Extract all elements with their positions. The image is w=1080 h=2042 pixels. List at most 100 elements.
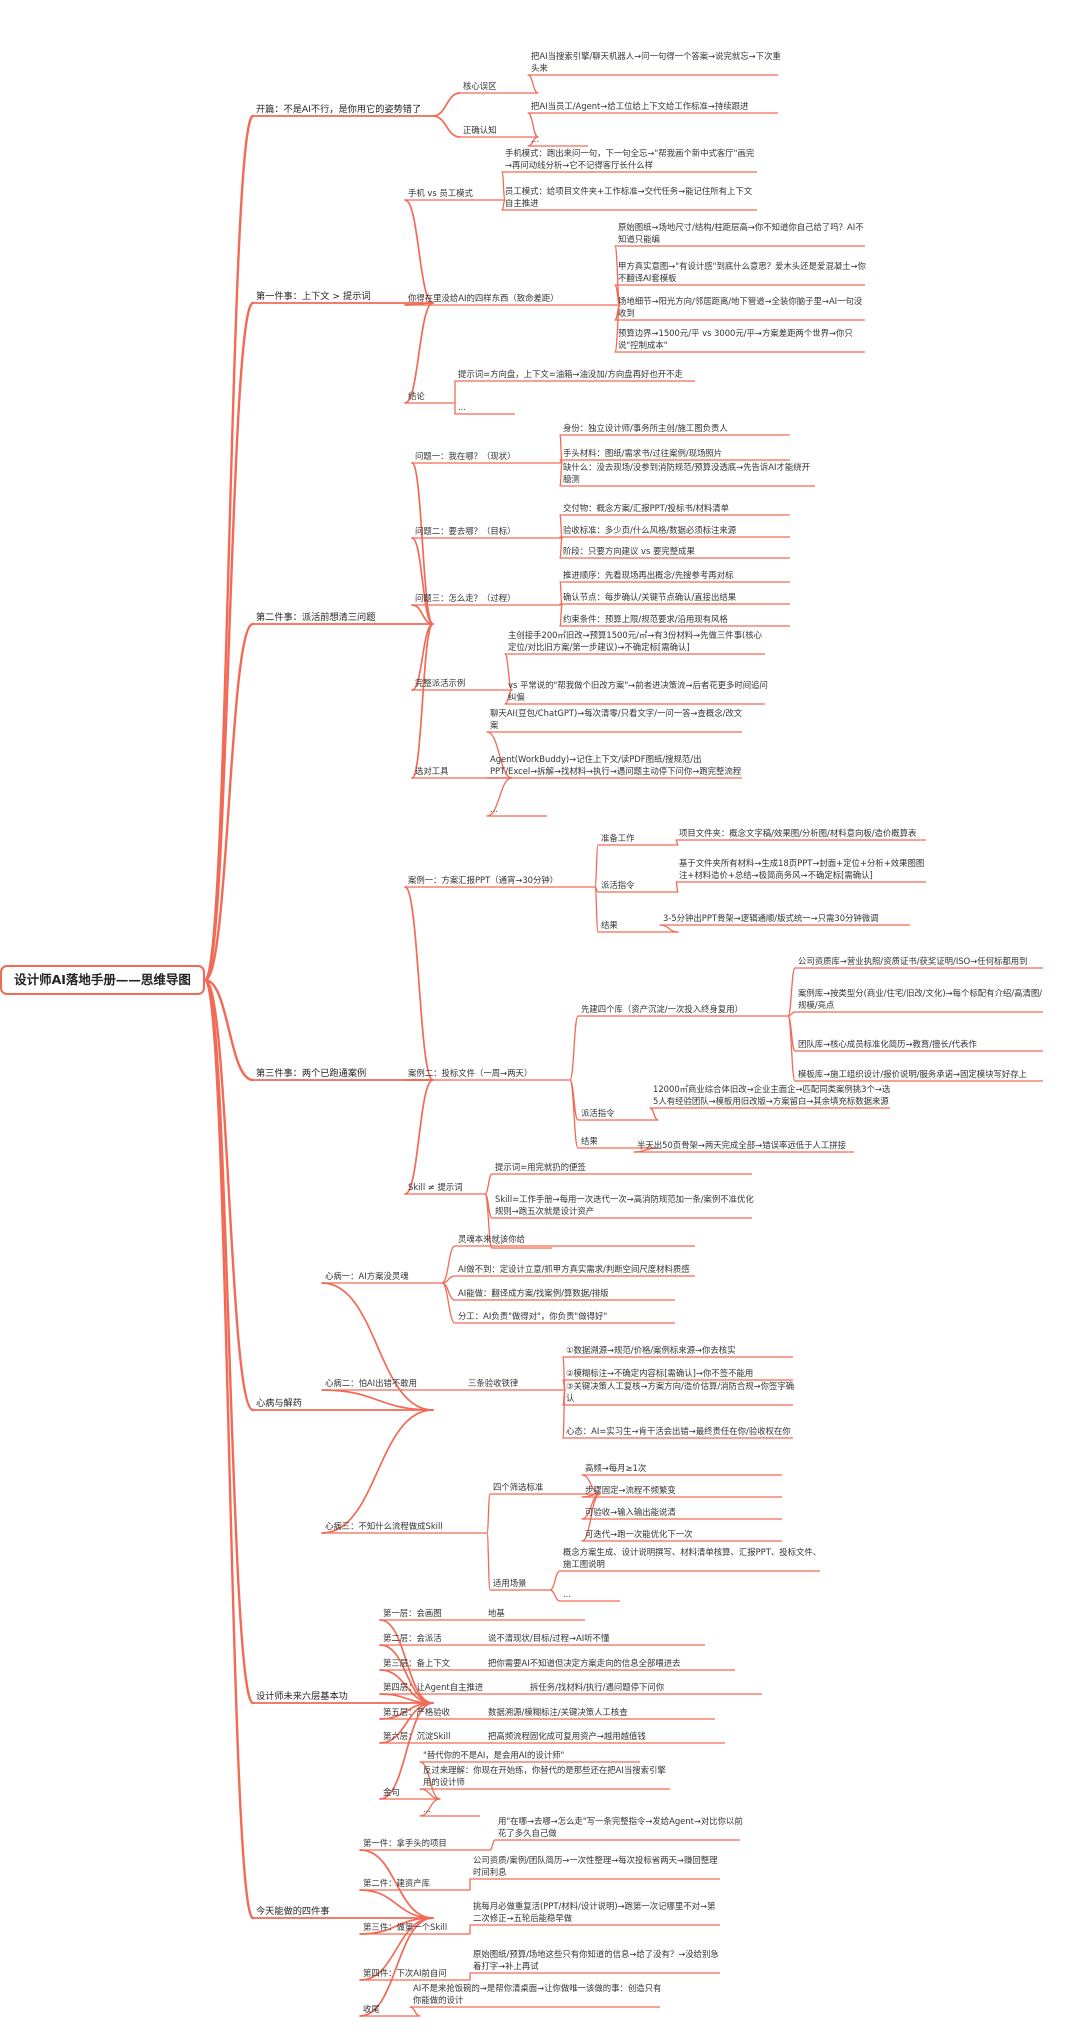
detail-node[interactable]: 地基 <box>488 1607 505 1618</box>
detail-node[interactable]: ②模糊标注→不确定内容标[需确认]→你不签不能用 <box>566 1367 754 1378</box>
detail-node[interactable]: 原始图纸/预算/场地这些只有你知道的信息→给了没有？→没给别急着打字→补上再试 <box>473 1949 719 1971</box>
detail-node[interactable]: 概念方案生成、设计说明撰写、材料清单核算、汇报PPT、投标文件、施工图说明 <box>563 1547 822 1569</box>
detail-node[interactable]: 心态：AI=实习生→肯干活会出错→最终责任在你/验收权在你 <box>566 1425 791 1436</box>
detail-node[interactable]: 高频→每月≥1次 <box>585 1462 647 1473</box>
detail-node[interactable]: 验收标准：多少页/什么风格/数据必须标注来源 <box>563 524 737 535</box>
subtopic-node[interactable]: 问题三：怎么走？（过程） <box>415 592 516 603</box>
detail-node[interactable]: ③关键决策人工复核→方案方向/造价估算/消防合规→你签字确认 <box>566 1381 795 1403</box>
detail-node[interactable]: 身份：独立设计师/事务所主创/施工图负责人 <box>563 422 728 433</box>
detail-node[interactable]: AI能做：翻译成方案/找案例/算数据/排版 <box>458 1287 609 1298</box>
subtopic-node[interactable]: 第一件：拿手头的项目 <box>363 1837 447 1848</box>
detail-node[interactable]: 案例库→按类型分(商业/住宅/旧改/文化)→每个标配有介绍/高清图/规模/亮点 <box>798 988 1043 1010</box>
subtopic-node[interactable]: 手机 vs 员工模式 <box>408 187 473 198</box>
detail-node[interactable]: 3-5分钟出PPT骨架→逻辑通顺/版式统一→只需30分钟微调 <box>663 912 879 923</box>
subtopic-node[interactable]: 结论 <box>408 390 425 401</box>
detail-node[interactable]: 结果 <box>581 1135 598 1146</box>
detail-node[interactable]: 可验收→输入输出能说清 <box>585 1506 676 1517</box>
detail-node[interactable]: 缺什么：没去现场/没参到消防规范/预算没透底→先告诉AI才能绕开臆测 <box>563 462 810 484</box>
subtopic-node[interactable]: 第五层：严格验收 <box>383 1706 450 1717</box>
branch-topic[interactable]: 今天能做的四件事 <box>256 1905 330 1917</box>
subtopic-node[interactable]: 第三层：备上下文 <box>383 1657 450 1668</box>
subtopic-node[interactable]: 完整派活示例 <box>415 677 466 688</box>
detail-node[interactable]: 把AI当搜索引擎/聊天机器人→问一句得一个答案→说完就忘→下次重头来 <box>531 51 781 73</box>
detail-node[interactable]: 把高频流程固化成可复用资产→越用越值钱 <box>488 1730 646 1741</box>
detail-node[interactable]: 基于文件夹所有材料→生成18页PPT→封面+定位+分析+效果图图注+材料造价+总… <box>679 858 925 880</box>
subtopic-node[interactable]: 收尾 <box>363 2003 380 2014</box>
detail-node[interactable]: vs 平常说的"帮我做个旧改方案"→前者进决策流→后者花更多时间追问纠偏 <box>508 680 768 702</box>
subtopic-node[interactable]: 第二件：建资产库 <box>363 1877 430 1888</box>
subtopic-node[interactable]: 心病三：不知什么流程做成Skill <box>325 1520 443 1531</box>
branch-topic[interactable]: 第一件事：上下文 > 提示词 <box>256 290 371 302</box>
detail-node[interactable]: ... <box>531 133 539 144</box>
detail-node[interactable]: 派活指令 <box>601 879 635 890</box>
subtopic-node[interactable]: 你得在里没给AI的四样东西（致命差距） <box>408 292 559 303</box>
subtopic-node[interactable]: 心病一：AI方案没灵魂 <box>325 1270 409 1281</box>
branch-topic[interactable]: 开篇：不是AI不行，是你用它的姿势错了 <box>256 103 422 115</box>
detail-node[interactable]: 阶段：只要方向建议 vs 要完整成果 <box>563 545 695 556</box>
detail-node[interactable]: AI做不到：定设计立意/抓甲方真实需求/判断空间尺度材料质感 <box>458 1263 690 1274</box>
detail-node[interactable]: 数据溯源/模糊标注/关键决策人工核查 <box>488 1706 628 1717</box>
subtopic-node[interactable]: 心病二：怕AI出错不敢用 <box>325 1377 417 1388</box>
detail-node[interactable]: 分工：AI负责"做得对"，你负责"做得好" <box>458 1310 608 1321</box>
detail-node[interactable]: 推进顺序：先看现场再出概念/先搜参考再对标 <box>563 569 734 580</box>
detail-node[interactable]: 项目文件夹：概念文字稿/效果图/分析图/材料意向板/造价概算表 <box>679 827 917 838</box>
detail-node[interactable]: 派活指令 <box>581 1107 615 1118</box>
branch-topic[interactable]: 心病与解药 <box>256 1397 302 1409</box>
detail-node[interactable]: 把你需要AI不知道但决定方案走向的信息全部喂进去 <box>488 1657 681 1668</box>
detail-node[interactable]: 团队库→核心成员标准化简历→教育/擅长/代表作 <box>798 1038 977 1049</box>
detail-node[interactable]: 步骤固定→流程不频繁变 <box>585 1484 676 1495</box>
subtopic-node[interactable]: 问题一：我在哪？（现状） <box>415 450 516 461</box>
detail-node[interactable]: 公司资质库→营业执照/资质证书/获奖证明/ISO→任何标都用到 <box>798 955 1028 966</box>
subtopic-node[interactable]: 第一层：会画图 <box>383 1607 442 1618</box>
detail-node[interactable]: 公司资质/案例/团队简历→一次性整理→每次投标省两天→赚回整理时间利息 <box>473 1855 718 1877</box>
detail-node[interactable]: 先建四个库（资产沉淀/一次投入终身复用） <box>581 1003 743 1014</box>
subtopic-node[interactable]: 核心误区 <box>463 80 497 91</box>
detail-node[interactable]: 说不清现状/目标/过程→AI听不懂 <box>488 1632 610 1643</box>
detail-node[interactable]: 原始图纸→场地尺寸/结构/柱距层高→你不知道你自己给了吗？AI不知道只能编 <box>618 222 864 244</box>
detail-node[interactable]: 灵魂本来就该你给 <box>458 1233 525 1244</box>
detail-node[interactable]: 甲方真实意图→"有设计感"到底什么意思？爱木头还是爱混凝土→你不翻译AI套模板 <box>618 261 866 283</box>
detail-node[interactable]: ... <box>495 1235 503 1246</box>
subtopic-node[interactable]: Skill ≠ 提示词 <box>408 1181 463 1192</box>
detail-node[interactable]: 场地细节→阳光方向/邻居距离/地下管道→全装你脑子里→AI一句没收到 <box>618 296 863 318</box>
subtopic-node[interactable]: 第四层：让Agent自主推进 <box>383 1681 484 1692</box>
subtopic-node[interactable]: 金句 <box>383 1786 400 1797</box>
detail-node[interactable]: ... <box>458 401 466 412</box>
subtopic-node[interactable]: 案例二：投标文件（一周→两天） <box>408 1067 533 1078</box>
detail-node[interactable]: 预算边界→1500元/平 vs 3000元/平→方案差距两个世界→你只说"控制成… <box>618 328 853 350</box>
detail-node[interactable]: 确认节点：每步确认/关键节点确认/直接出结果 <box>563 591 737 602</box>
subtopic-node[interactable]: 正确认知 <box>463 124 497 135</box>
detail-node[interactable]: 可迭代→跑一次能优化下一次 <box>585 1528 693 1539</box>
detail-node[interactable]: 模板库→施工组织设计/报价说明/服务承诺→固定模块写好存上 <box>798 1068 1028 1079</box>
branch-topic[interactable]: 第三件事：两个已跑通案例 <box>256 1067 367 1079</box>
detail-node[interactable]: 适用场景 <box>493 1577 527 1588</box>
subtopic-node[interactable]: 第二层：会派活 <box>383 1632 442 1643</box>
detail-node[interactable]: ... <box>563 1588 571 1599</box>
branch-topic[interactable]: 设计师未来六层基本功 <box>256 1690 348 1702</box>
detail-node[interactable]: 12000㎡商业综合体旧改→企业主面企→匹配同类案例挑3个→选5人有经验团队→模… <box>653 1084 891 1106</box>
branch-topic[interactable]: 第二件事：派活前想清三问题 <box>256 611 376 623</box>
detail-node[interactable]: 三条验收铁律 <box>468 1377 519 1388</box>
detail-node[interactable]: 手机模式：跑出来问一句，下一句全忘→"帮我画个新中式客厅"画完→再问动线分析→它… <box>505 148 755 170</box>
detail-node[interactable]: 拆任务/找材料/执行/遇问题停下问你 <box>530 1681 665 1692</box>
detail-node[interactable]: 约束条件：预算上限/规范要求/沿用现有风格 <box>563 613 728 624</box>
detail-node[interactable]: Agent(WorkBuddy)→记住上下文/读PDF图纸/搜规范/出PPT/E… <box>490 754 742 776</box>
detail-node[interactable]: 交付物：概念方案/汇报PPT/投标书/材料清单 <box>563 502 730 513</box>
detail-node[interactable]: AI不是来抢饭碗的→是帮你清桌面→让你做唯一该做的事：创造只有你能做的设计 <box>413 1983 662 2005</box>
detail-node[interactable]: ①数据溯源→规范/价格/案例标来源→你去核实 <box>566 1344 736 1355</box>
detail-node[interactable]: 员工模式：给项目文件夹+工作标准→交代任务→能记住所有上下文自主推进 <box>505 186 753 208</box>
subtopic-node[interactable]: 选对工具 <box>415 765 449 776</box>
detail-node[interactable]: 半天出50页骨架→两天完成全部→错误率远低于人工拼接 <box>637 1139 846 1150</box>
subtopic-node[interactable]: 问题二：要去哪？（目标） <box>415 525 516 536</box>
subtopic-node[interactable]: 第四件：下次AI前自问 <box>363 1967 447 1978</box>
detail-node[interactable]: 把AI当员工/Agent→给工位给上下文给工作标准→持续跟进 <box>531 100 749 111</box>
detail-node[interactable]: ... <box>490 803 498 814</box>
detail-node[interactable]: 反过来理解：你现在开始练，你替代的是那些还在把AI当搜索引擎用的设计师 <box>423 1765 666 1787</box>
detail-node[interactable]: 提示词=用完就扔的便签 <box>495 1161 586 1172</box>
subtopic-node[interactable]: 案例一：方案汇报PPT（通宵→30分钟） <box>408 874 559 885</box>
detail-node[interactable]: 用"在哪→去哪→怎么走"写一条完整指令→发给Agent→对比你以前花了多久自己做 <box>498 1816 743 1838</box>
detail-node[interactable]: 挑每月必做重复活(PPT/材料/设计说明)→跑第一次记哪里不对→第二次修正→五轮… <box>473 1901 716 1923</box>
root-topic[interactable]: 设计师AI落地手册——思维导图 <box>0 965 205 995</box>
detail-node[interactable]: 聊天AI(豆包/ChatGPT)→每次清零/只看文字/一问一答→查概念/改文案 <box>490 708 743 730</box>
detail-node[interactable]: 主创接手200㎡旧改→预算1500元/㎡→有3份材料→先做三件事(核心定位/对比… <box>508 630 763 652</box>
